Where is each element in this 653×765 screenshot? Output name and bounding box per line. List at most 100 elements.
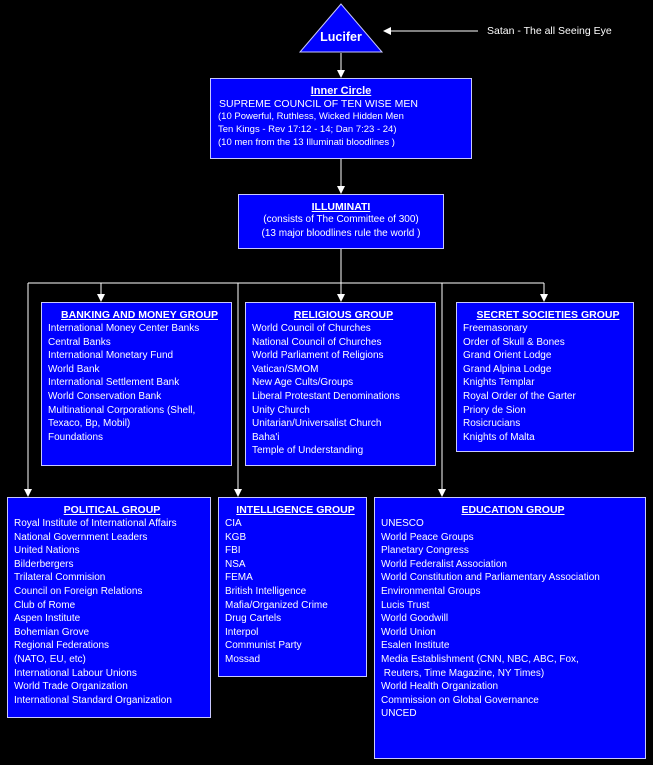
- list-item: UNCED: [381, 708, 417, 720]
- secret-societies-group-title: SECRET SOCIETIES GROUP: [476, 309, 620, 321]
- list-item: Mafia/Organized Crime: [225, 599, 328, 611]
- list-item: UNESCO: [381, 518, 424, 529]
- list-item: World Trade Organization: [14, 681, 128, 693]
- list-item: United Nations: [14, 545, 80, 557]
- list-item: Lucis Trust: [381, 599, 430, 611]
- list-item: Temple of Understanding: [252, 445, 364, 457]
- list-item: Grand Alpina Lodge: [463, 363, 552, 375]
- list-item: Unitarian/Universalist Church: [252, 418, 382, 430]
- list-item: Mossad: [225, 653, 261, 665]
- list-item: World Health Organization: [381, 681, 499, 693]
- list-item: Grand Orient Lodge: [463, 350, 552, 362]
- religious-group-box: RELIGIOUS GROUP World Council of Churche…: [245, 302, 436, 466]
- list-item: New Age Cults/Groups: [252, 377, 354, 389]
- list-item: World Bank: [48, 363, 100, 375]
- inner-circle-lines: (10 Powerful, Ruthless, Wicked Hidden Me…: [211, 110, 471, 149]
- education-group-box: EDUCATION GROUP UNESCO World Peace Group…: [374, 497, 646, 759]
- list-item: International Money Center Banks: [48, 323, 200, 334]
- list-item: Media Establishment (CNN, NBC, ABC, Fox,: [381, 653, 579, 665]
- list-item: World Council of Churches: [252, 323, 371, 334]
- illuminati-line: (consists of The Committee of 300): [263, 214, 419, 225]
- intelligence-group-box: INTELLIGENCE GROUP CIA KGB FBI NSA FEMA …: [218, 497, 367, 677]
- list-item: International Standard Organization: [14, 694, 172, 706]
- list-item: FBI: [225, 545, 241, 557]
- banking-group-title: BANKING AND MONEY GROUP: [61, 309, 218, 321]
- list-item: Royal Order of the Garter: [463, 390, 576, 402]
- intelligence-group-list: CIA KGB FBI NSA FEMA British Intelligenc…: [225, 517, 366, 667]
- inner-circle-box: Inner Circle SUPREME COUNCIL OF TEN WISE…: [210, 78, 472, 159]
- list-item: Royal Institute of International Affairs: [14, 518, 177, 529]
- list-item: Liberal Protestant Denominations: [252, 390, 400, 402]
- illuminati-title: ILLUMINATI: [311, 201, 371, 213]
- list-item: National Government Leaders: [14, 531, 148, 543]
- education-group-title: EDUCATION GROUP: [461, 504, 565, 516]
- list-item: Trilateral Commision: [14, 572, 106, 584]
- political-group-box: POLITICAL GROUP Royal Institute of Inter…: [7, 497, 211, 718]
- inner-circle-line: (10 Powerful, Ruthless, Wicked Hidden Me…: [218, 111, 404, 122]
- list-item: Club of Rome: [14, 599, 76, 611]
- list-item: International Settlement Bank: [48, 377, 180, 389]
- list-item: Order of Skull & Bones: [463, 336, 565, 348]
- list-item: World Peace Groups: [381, 531, 474, 543]
- list-item: Aspen Institute: [14, 613, 81, 625]
- list-item: Rosicrucians: [463, 418, 521, 430]
- list-item: Interpol: [225, 626, 259, 638]
- list-item: Drug Cartels: [225, 613, 282, 625]
- political-group-list: Royal Institute of International Affairs…: [14, 517, 210, 707]
- list-item: World Goodwill: [381, 613, 449, 625]
- list-item: International Monetary Fund: [48, 350, 174, 362]
- list-item: Regional Federations: [14, 640, 110, 652]
- list-item: Freemasonary: [463, 323, 528, 334]
- list-item: World Federalist Association: [381, 558, 507, 570]
- list-item: Vatican/SMOM: [252, 363, 319, 375]
- illuminati-line: (13 major bloodlines rule the world ): [261, 228, 421, 239]
- list-item: Texaco, Bp, Mobil): [48, 418, 131, 430]
- intelligence-group-title: INTELLIGENCE GROUP: [236, 504, 355, 516]
- list-item: (NATO, EU, etc): [14, 653, 86, 665]
- list-item: International Labour Unions: [14, 667, 137, 679]
- list-item: Unity Church: [252, 404, 310, 416]
- inner-circle-subtitle: SUPREME COUNCIL OF TEN WISE MEN: [219, 98, 418, 110]
- religious-group-title: RELIGIOUS GROUP: [293, 309, 394, 321]
- list-item: Knights of Malta: [463, 431, 535, 443]
- list-item: CIA: [225, 518, 242, 529]
- list-item: Bohemian Grove: [14, 626, 90, 638]
- lucifer-label: Lucifer: [320, 30, 362, 44]
- list-item: Planetary Congress: [381, 545, 469, 557]
- religious-group-list: World Council of Churches National Counc…: [252, 322, 435, 458]
- banking-group-list: International Money Center Banks Central…: [48, 322, 231, 444]
- list-item: Foundations: [48, 431, 104, 443]
- list-item: Knights Templar: [463, 377, 535, 389]
- list-item: FEMA: [225, 572, 253, 584]
- list-item: Multinational Corporations (Shell,: [48, 404, 196, 416]
- list-item: Esalen Institute: [381, 640, 450, 652]
- list-item: National Council of Churches: [252, 336, 382, 348]
- list-item: British Intelligence: [225, 585, 307, 597]
- list-item: NSA: [225, 558, 246, 570]
- inner-circle-title: Inner Circle: [310, 85, 372, 97]
- list-item: Council on Foreign Relations: [14, 585, 143, 597]
- banking-group-box: BANKING AND MONEY GROUP International Mo…: [41, 302, 232, 466]
- secret-societies-group-list: Freemasonary Order of Skull & Bones Gran…: [463, 322, 633, 444]
- all-seeing-eye-note: Satan - The all Seeing Eye: [487, 25, 612, 37]
- list-item: World Constitution and Parliamentary Ass…: [381, 572, 600, 584]
- political-group-title: POLITICAL GROUP: [63, 504, 161, 516]
- list-item: World Parliament of Religions: [252, 350, 384, 362]
- list-item: KGB: [225, 531, 247, 543]
- secret-societies-group-box: SECRET SOCIETIES GROUP Freemasonary Orde…: [456, 302, 634, 452]
- list-item: World Conservation Bank: [48, 390, 162, 402]
- inner-circle-line: (10 men from the 13 Illuminati bloodline…: [218, 137, 395, 148]
- list-item: Communist Party: [225, 640, 302, 652]
- list-item: Environmental Groups: [381, 585, 481, 597]
- list-item: Commission on Global Governance: [381, 694, 539, 706]
- education-group-list: UNESCO World Peace Groups Planetary Cong…: [381, 517, 645, 721]
- lucifer-triangle: [298, 3, 384, 53]
- illuminati-box: ILLUMINATI (consists of The Committee of…: [238, 194, 444, 249]
- list-item: World Union: [381, 626, 436, 638]
- list-item: Central Banks: [48, 336, 111, 348]
- list-item: Reuters, Time Magazine, NY Times): [381, 667, 545, 679]
- list-item: Priory de Sion: [463, 404, 526, 416]
- list-item: Bilderbergers: [14, 558, 74, 570]
- inner-circle-line: Ten Kings - Rev 17:12 - 14; Dan 7:23 - 2…: [218, 124, 397, 135]
